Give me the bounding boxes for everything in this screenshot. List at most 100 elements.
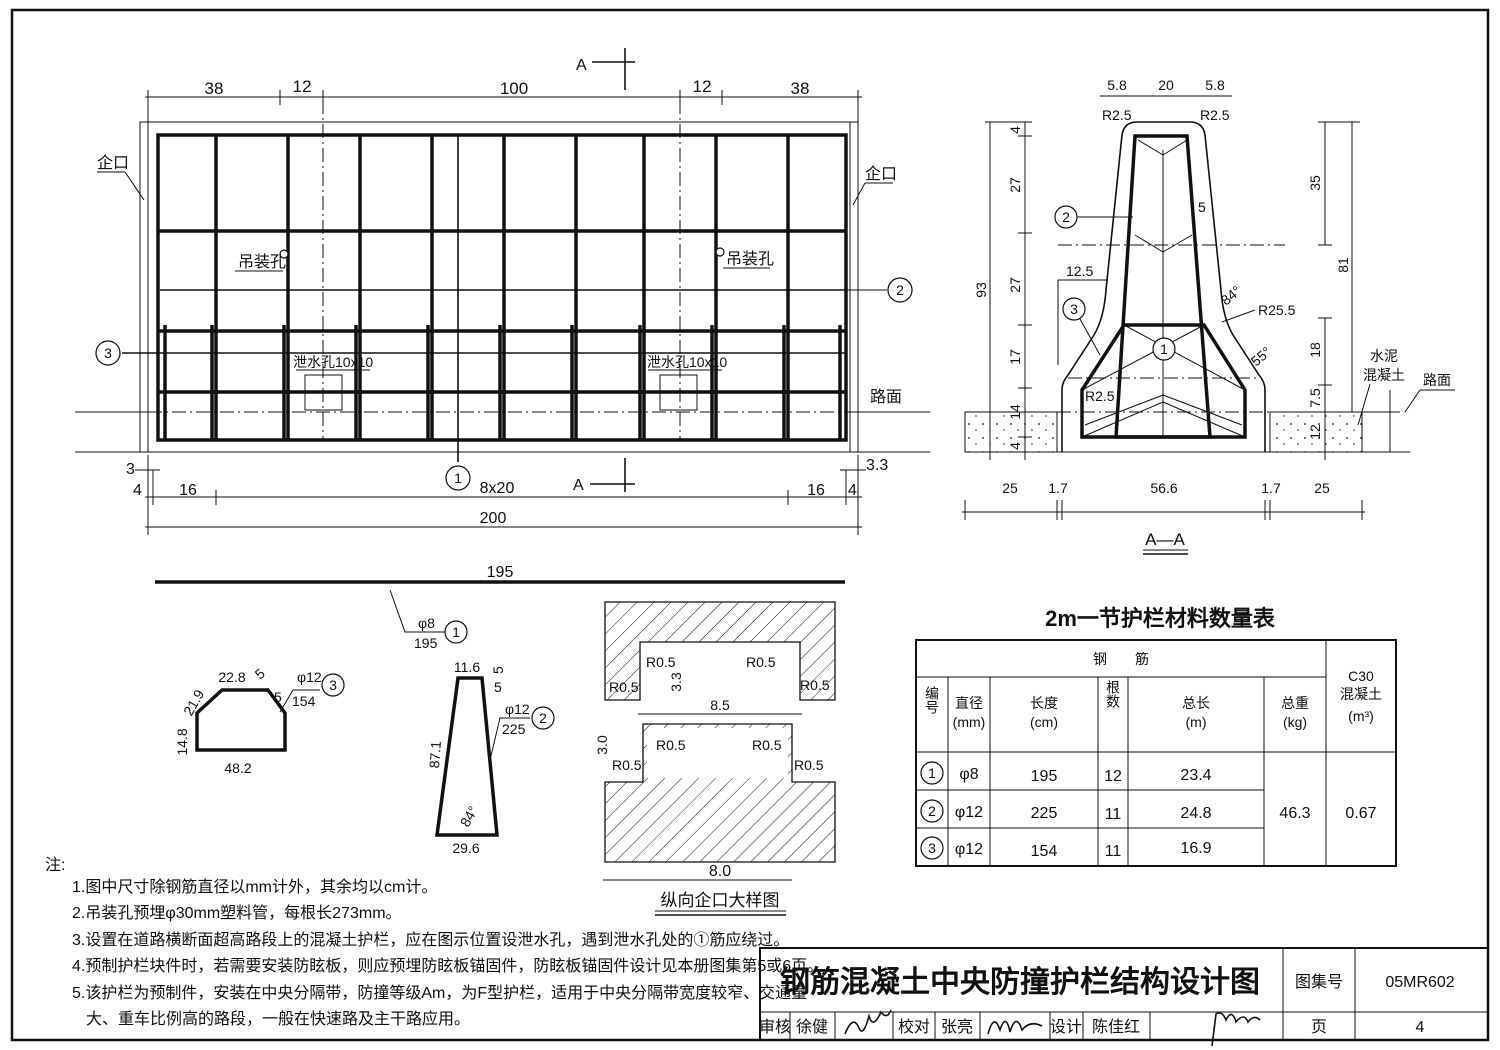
tongue-label-right: 企口 — [865, 165, 897, 183]
tongue-detail: R0.5 R0.5 R0.5 R0.5 3.3 8.5 3.0 R0.5 R0.… — [594, 601, 836, 916]
road-label: 路面 — [870, 388, 902, 406]
detail-r8: R0.5 — [794, 757, 824, 773]
bar3-no: 3 — [329, 677, 337, 693]
sec-dim-right-3: 18 — [1307, 342, 1323, 358]
sec-dim-right-2: 81 — [1335, 257, 1351, 273]
sec-r25-5: R25.5 — [1258, 302, 1296, 318]
cell-count: 11 — [1105, 843, 1122, 860]
dim-top-3: 100 — [500, 79, 528, 98]
bar3-length: 154 — [292, 693, 316, 709]
detail-r4: R0.5 — [800, 677, 830, 693]
table-title: 2m一节护栏材料数量表 — [1045, 606, 1276, 631]
cell-dia: φ8 — [959, 766, 978, 783]
dim-bottom-5: 4 — [848, 482, 857, 499]
th-total-len: 总长 — [1182, 695, 1210, 711]
sec-dim-left-2: 27 — [1007, 177, 1023, 193]
drawing-title: 钢筋混凝土中央防撞护栏结构设计图 — [780, 966, 1260, 999]
bar3-bottom: 48.2 — [224, 760, 251, 776]
cell-len: 195 — [1031, 768, 1058, 785]
detail-r1: R0.5 — [646, 654, 676, 670]
page-label: 页 — [1311, 1019, 1327, 1036]
drain-hole-label-left: 泄水孔10x10 — [293, 354, 373, 370]
detail-r2: R0.5 — [746, 654, 776, 670]
th-concrete: C30 — [1348, 668, 1374, 684]
sec-dim-12-5: 12.5 — [1066, 263, 1093, 279]
th-concrete-unit: (m³) — [1348, 708, 1374, 724]
design-name: 陈佳红 — [1092, 1018, 1140, 1036]
bar2-angle: 84° — [457, 803, 481, 829]
bar-2-shape: 11.6 5 5 87.1 84° 29.6 φ12 225 2 — [426, 659, 555, 856]
notes-label: 注: — [45, 856, 65, 874]
bar-1-shape: 195 φ8 195 1 — [155, 564, 845, 651]
cell-dia: φ12 — [955, 841, 983, 858]
elevation-view: 38 12 100 12 38 A A — [75, 48, 930, 535]
bar2-length: 225 — [502, 721, 526, 737]
sec-dim-bottom-5: 25 — [1314, 480, 1330, 496]
bar2-side: 87.1 — [426, 740, 444, 769]
dim-bottom-3: 8x20 — [480, 480, 515, 497]
notes: 注: 1.图中尺寸除钢筋直径以mm计外，其余均以cm计。 2.吊装孔预埋φ30m… — [45, 856, 823, 1028]
th-dia-unit: (mm) — [953, 714, 986, 730]
th-no: 编号 — [924, 686, 940, 714]
section-a-a: 5.8 20 5.8 R2.5 R2.5 4 27 27 17 14 4 93 … — [962, 77, 1455, 555]
design-signature — [1211, 1012, 1261, 1047]
sec-road-label: 路面 — [1423, 372, 1451, 388]
bar3-a: 5 — [252, 665, 268, 682]
sec-dim-right-1: 35 — [1307, 175, 1323, 191]
dim-bottom-4: 16 — [807, 482, 825, 499]
th-concrete-2: 混凝土 — [1340, 686, 1382, 702]
bar3-b: 5 — [274, 689, 282, 705]
sec-dim-left-3: 27 — [1007, 277, 1023, 293]
detail-r3: R0.5 — [609, 679, 639, 695]
dim-top-5: 38 — [791, 79, 810, 98]
cell-total: 23.4 — [1180, 767, 1211, 784]
detail-dim-3-0: 3.0 — [594, 735, 610, 755]
dim-side-right: 3.3 — [866, 457, 888, 474]
sec-dim-bottom-2: 1.7 — [1048, 480, 1068, 496]
dim-side-left: 3 — [126, 461, 135, 478]
th-len: 长度 — [1030, 695, 1058, 711]
detail-dim-8-0: 8.0 — [709, 863, 731, 880]
cell-dia: φ12 — [955, 804, 983, 821]
dim-bottom-1: 4 — [133, 482, 142, 499]
detail-r5: R0.5 — [656, 737, 686, 753]
bar3-side: 14.8 — [174, 728, 190, 755]
bar-3-shape: 22.8 5 5 21.9 14.8 48.2 φ12 154 3 — [174, 665, 345, 776]
tongue-label-left: 企口 — [97, 154, 129, 172]
bar1-no: 1 — [452, 624, 460, 640]
section-mark-bottom: A — [573, 477, 584, 494]
note-3: 3.设置在道路横断面超高路段上的混凝土护栏，应在图示位置设泄水孔，遇到泄水孔处的… — [72, 930, 789, 949]
atlas-number: 05MR602 — [1385, 974, 1454, 991]
bar1-length: 195 — [414, 635, 438, 651]
bar1-dia: φ8 — [418, 615, 435, 631]
sec-dim-right-4: 7.5 — [1307, 388, 1323, 408]
sec-dim-bottom-1: 25 — [1002, 480, 1018, 496]
detail-r6: R0.5 — [752, 737, 782, 753]
note-4: 4.预制护栏块件时，若需要安装防眩板，则应预埋防眩板锚固件，防眩板锚固件设计见本… — [72, 956, 823, 975]
sec-dim-top-2: 20 — [1158, 77, 1174, 93]
cell-concrete: 0.67 — [1345, 805, 1376, 822]
detail-title: 纵向企口大样图 — [661, 891, 780, 910]
review-label: 审核 — [759, 1018, 791, 1036]
sec-dim-top-3: 5.8 — [1205, 77, 1225, 93]
cell-total: 24.8 — [1180, 805, 1211, 822]
bar2-callout: 2 — [896, 282, 904, 298]
table-group-header: 钢 筋 — [1093, 651, 1149, 667]
bar2-no: 2 — [539, 710, 547, 726]
bar1-callout: 1 — [454, 470, 462, 486]
check-label: 校对 — [898, 1018, 930, 1036]
dim-top-1: 38 — [205, 79, 224, 98]
bar2-top: 11.6 — [454, 659, 480, 675]
sheet-border — [10, 8, 1490, 1042]
cell-count: 12 — [1104, 768, 1122, 785]
cell-no: 1 — [928, 765, 936, 781]
th-dia: 直径 — [955, 695, 983, 711]
cell-no: 2 — [928, 803, 936, 819]
sec-bar3-callout: 3 — [1070, 301, 1078, 317]
sec-dim-bottom-3: 56.6 — [1150, 480, 1177, 496]
dim-bottom-2: 16 — [179, 482, 197, 499]
bar2-b: 5 — [494, 679, 502, 695]
bar3-slope: 21.9 — [180, 687, 208, 719]
bar2-a: 5 — [490, 666, 506, 674]
design-label: 设计 — [1050, 1018, 1082, 1036]
